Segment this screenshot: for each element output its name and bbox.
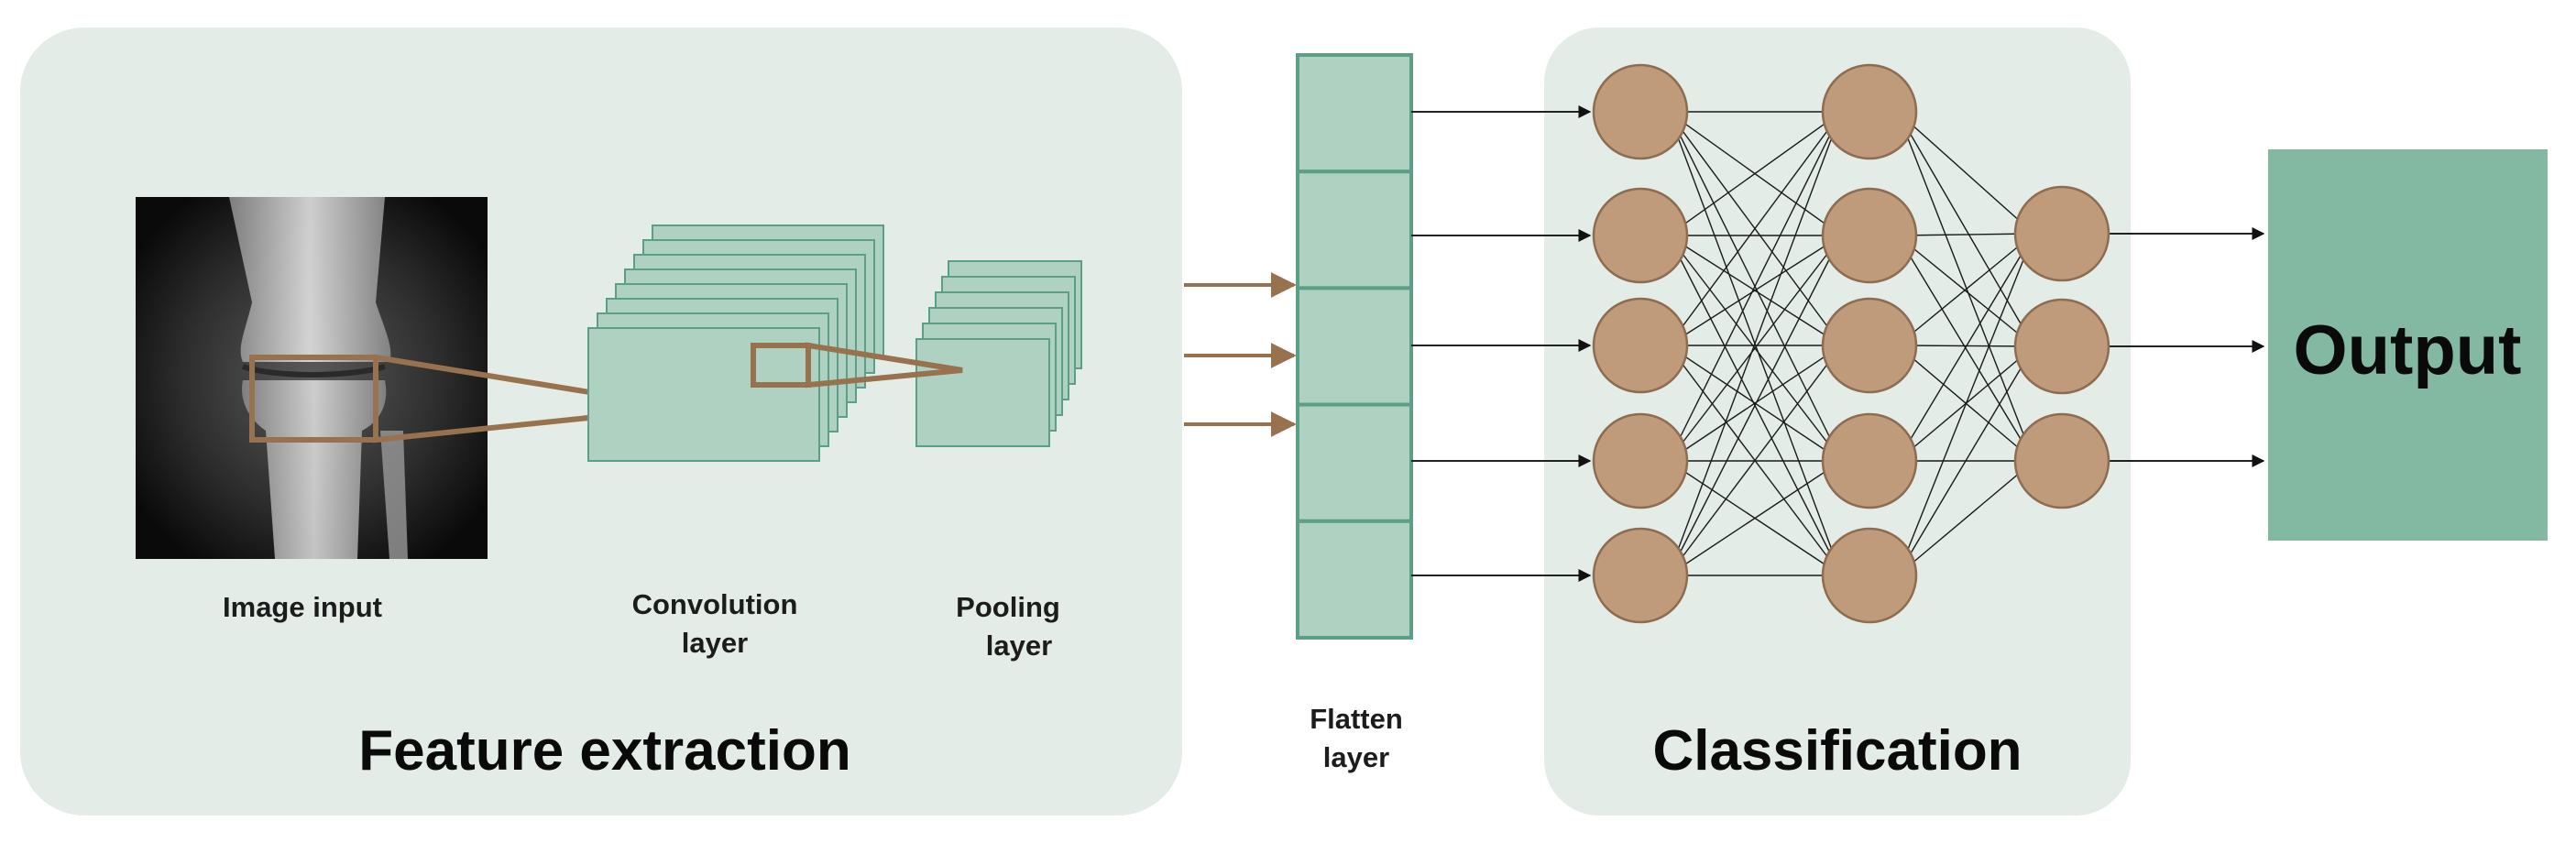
image-input-label: Image input (223, 591, 382, 623)
neuron-node (2013, 185, 2110, 282)
output-box (2268, 149, 2548, 541)
network-connection (1667, 235, 1843, 576)
network-neurons (1592, 63, 2110, 624)
network-to-output-arrows (2109, 227, 2265, 467)
neuron-node (2013, 412, 2110, 509)
flatten-to-network-arrows (1411, 105, 1592, 582)
network-connection (1896, 233, 2035, 576)
convolution-label-line1: Convolution (632, 588, 798, 620)
neuron-node (1592, 527, 1689, 624)
network-connection (1896, 111, 2035, 462)
classification-panel (1544, 27, 2131, 816)
pooling-label-line1: Pooling (956, 591, 1060, 623)
network-connection (1668, 235, 1842, 346)
conv-zoom-projection (806, 342, 963, 389)
neuron-node (2013, 298, 2110, 395)
pooling-label-line2: layer (986, 630, 1052, 662)
convolution-feature-maps (587, 224, 884, 462)
network-connection (1896, 233, 2035, 462)
network-connection (1897, 111, 2034, 235)
network-connection (1897, 235, 2034, 347)
flatten-cell (1296, 53, 1413, 174)
xray-image (136, 197, 488, 559)
pooling-feature-maps (915, 260, 1082, 447)
network-connection (1897, 460, 2034, 576)
network-connection (1668, 111, 1842, 346)
convolution-map (587, 327, 820, 462)
network-connection (1897, 345, 2034, 347)
network-connection (1897, 233, 2034, 236)
neuron-node (1592, 63, 1689, 160)
neuron-node (1592, 187, 1689, 284)
network-connection (1896, 111, 2035, 347)
flatten-cell (1296, 170, 1413, 290)
neuron-node (1592, 412, 1689, 509)
feature-extraction-title: Feature extraction (358, 719, 851, 783)
network-connections (1667, 111, 2035, 576)
flatten-cell (1296, 402, 1413, 523)
network-connection (1668, 235, 1842, 462)
flatten-label-line2: layer (1323, 741, 1389, 773)
network-connection (1667, 111, 1843, 576)
network-connection (1668, 345, 1842, 462)
network-connection (1668, 111, 1842, 236)
neuron-node (1821, 187, 1918, 284)
pooling-map (915, 338, 1050, 447)
neuron-node (1821, 63, 1918, 160)
network-connection (1897, 233, 2034, 346)
neuron-node (1821, 527, 1918, 624)
xray-zoom-projection (373, 354, 686, 443)
output-label: Output (2293, 312, 2521, 389)
flatten-label-line1: Flatten (1310, 703, 1403, 735)
neuron-node (1592, 297, 1689, 394)
flatten-cell (1296, 519, 1413, 640)
network-connection (1667, 111, 1843, 462)
convolution-label-line2: layer (682, 627, 748, 659)
neuron-node (1821, 297, 1918, 394)
classification-title: Classification (1652, 719, 2022, 783)
flatten-layer (1296, 53, 1413, 640)
flatten-cell (1296, 286, 1413, 407)
neuron-node (1821, 412, 1918, 509)
network-connection (1668, 460, 1842, 576)
network-connection (1896, 345, 2035, 576)
network-connection (1668, 345, 1842, 576)
